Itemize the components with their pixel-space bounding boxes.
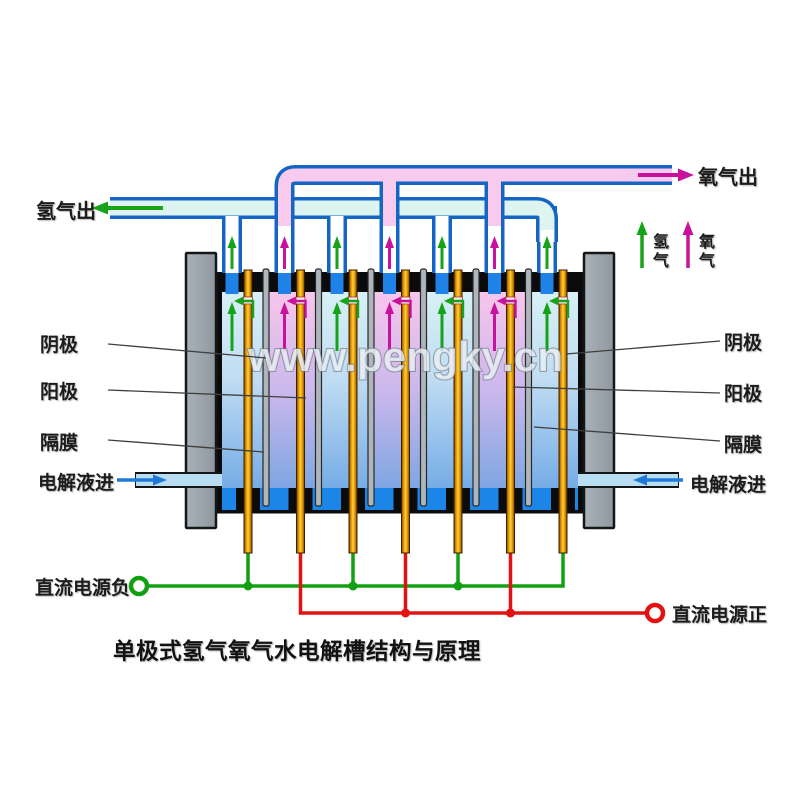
end-plate-left	[184, 251, 218, 530]
legend-hydrogen-char1: 氢	[653, 232, 669, 251]
diaphragm-rod-1	[262, 268, 270, 507]
electrolyte-inlet-left	[117, 472, 222, 488]
label-dc-positive: 直流电源正	[672, 603, 767, 626]
tank-wall-left	[217, 272, 222, 512]
legend-oxygen-char1: 氧	[698, 232, 715, 251]
gas-flow-arrows	[227, 236, 570, 351]
inlet-arrow-icon	[117, 474, 167, 486]
label-anode-left: 阳极	[40, 380, 79, 403]
leader-line	[512, 386, 721, 394]
anode-rod-3	[506, 269, 515, 554]
negative-bus-wire	[148, 548, 565, 588]
electrode-hook-arrows	[234, 296, 570, 318]
label-dc-negative: 直流电源负	[35, 576, 130, 599]
leader-lines	[107, 340, 721, 453]
leader-line	[107, 389, 307, 399]
legend-hydrogen-arrow-icon	[636, 221, 648, 268]
chamber-arrows	[227, 302, 552, 351]
tank-wall-right	[578, 272, 583, 512]
junction-dot	[243, 581, 253, 591]
negative-terminal	[128, 575, 150, 597]
chamber-h2-4	[528, 292, 579, 488]
label-diaphragm-left: 隔膜	[40, 431, 78, 454]
oxygen-manifold-pipe	[274, 165, 672, 226]
legend-oxygen-char2: 气	[698, 251, 715, 270]
label-diaphragm-right: 隔膜	[724, 433, 762, 456]
leader-line	[565, 340, 721, 355]
gas-outlet-slots	[225, 272, 554, 294]
diaphragm-rod-2	[314, 268, 323, 507]
watermark: www.pengky.cn	[247, 333, 563, 380]
label-electrolyte-in-right: 电解液进	[690, 473, 766, 496]
chamber-h2-2	[318, 292, 371, 488]
hydrogen-out-arrow-icon	[92, 201, 163, 215]
dc-wiring	[128, 548, 666, 624]
diaphragm-rod-5	[472, 268, 480, 507]
label-cathode-left: 阴极	[40, 333, 79, 356]
electrode-rods	[243, 269, 568, 554]
diaphragm-rod-3	[367, 268, 375, 507]
inlet-arrow-icon	[633, 474, 683, 486]
anode-rod-2	[401, 269, 410, 554]
hydrogen-manifold-pipe	[110, 197, 558, 242]
chamber-o2-2	[371, 292, 424, 488]
legend-oxygen-arrow-icon	[682, 221, 694, 268]
anode-rod-1	[296, 269, 305, 554]
diaphragm-rods	[262, 268, 533, 507]
riser-arrows	[227, 236, 552, 269]
cathode-rod-2	[348, 269, 358, 554]
label-hydrogen-out: 氢气出	[36, 199, 96, 223]
junction-dot	[453, 581, 463, 591]
legend-hydrogen-char2: 气	[652, 251, 669, 270]
cathode-rod-3	[453, 269, 463, 554]
chamber-h2-3	[423, 292, 476, 488]
junction-dot	[401, 608, 410, 618]
electrolyzer-tank	[214, 272, 586, 514]
chamber-o2-3	[476, 292, 529, 488]
label-anode-right: 阳极	[724, 382, 763, 405]
cathode-rod-1	[243, 269, 253, 554]
tank-bottom-edge	[214, 510, 586, 514]
electrolyte-inlet-right	[578, 472, 683, 488]
label-oxygen-out: 氧气出	[697, 165, 758, 189]
positive-terminal	[644, 602, 666, 624]
cathode-rod-4	[558, 269, 568, 554]
label-cathode-right: 阴极	[724, 331, 763, 354]
junction-dot	[506, 608, 515, 618]
leader-line	[107, 343, 267, 359]
oxygen-out-arrow-icon	[638, 168, 694, 182]
positive-bus-wire	[298, 548, 646, 615]
leader-line	[107, 439, 265, 453]
page-title: 单极式氢气氧气水电解槽结构与原理	[113, 638, 481, 664]
chamber-o2-1	[266, 292, 319, 488]
label-electrolyte-in-left: 电解液进	[38, 471, 114, 494]
gas-legend: 氢 气 氧 气	[636, 221, 715, 270]
leader-line	[533, 426, 721, 442]
junction-dot	[348, 581, 358, 591]
diaphragm-rod-4	[419, 268, 428, 507]
